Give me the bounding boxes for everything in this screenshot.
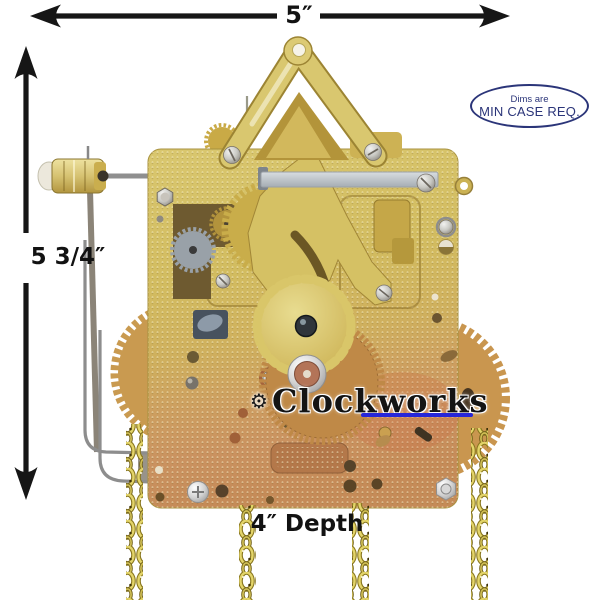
dimension-arrow-height	[14, 46, 38, 500]
min-case-req-badge: Dims are MIN CASE REQ.	[470, 84, 589, 128]
chime-lever	[247, 154, 392, 306]
chain	[126, 424, 143, 600]
badge-line2: MIN CASE REQ.	[479, 103, 580, 119]
chain	[352, 503, 369, 600]
chain	[239, 505, 256, 600]
top-hardware	[258, 167, 474, 196]
pendulum-bracket	[218, 36, 388, 170]
depth-dimension-label: 4″ Depth	[250, 511, 364, 537]
dimension-arrow-width	[30, 4, 510, 28]
badge-line1: Dims are	[510, 93, 549, 105]
hammer-arm-assembly	[37, 146, 153, 484]
chain	[471, 428, 488, 600]
clock-movement	[37, 36, 510, 600]
gear-icon: ⚙	[250, 389, 268, 413]
height-dimension-label: 5 3/4″	[30, 244, 106, 270]
gear-train	[221, 132, 414, 445]
width-dimension-label: 5″	[285, 1, 313, 29]
watermark-underline	[361, 413, 473, 417]
chains	[126, 424, 488, 600]
